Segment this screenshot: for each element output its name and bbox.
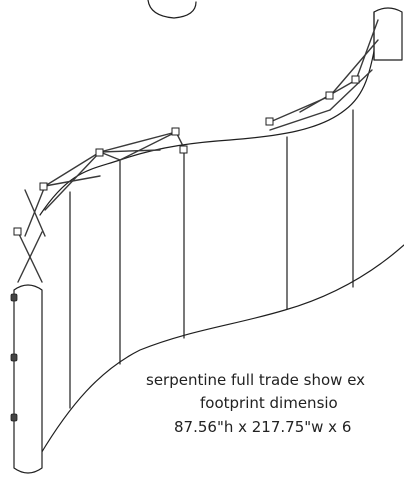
frame-strut [99,131,177,153]
frame-strut [99,149,161,153]
frame-strut [24,185,46,237]
frame-strut [17,231,43,283]
frame-strut [44,175,101,187]
top-end-cap-fragment [147,0,197,19]
right-end-cap [373,7,403,61]
wall-bottom-edge [39,244,404,456]
frame-hub [351,75,360,84]
frame-strut [24,189,46,237]
frame-hub [179,145,188,154]
frame-strut [355,19,379,81]
frame-hub [39,182,48,191]
frame-strut [269,109,331,131]
wall-top-edge [39,29,379,216]
caption-line-1: serpentine full trade show ex [146,371,366,389]
frame-strut [44,151,101,187]
frame-hub [265,117,274,126]
frame-hub [171,127,180,136]
frame-strut [119,131,177,161]
frame-hub [10,293,18,302]
frame-hub [95,148,104,157]
caption-line-3: 87.56"h x 217.75"w x 6 [174,418,352,436]
frame-hub [325,91,334,100]
frame-hub [10,353,18,362]
frame-hub [10,413,18,422]
left-end-cap [13,284,43,474]
frame-strut [329,39,379,97]
frame-hub [13,227,22,236]
caption-line-2: footprint dimensio [200,394,338,412]
frame-strut [329,69,373,111]
